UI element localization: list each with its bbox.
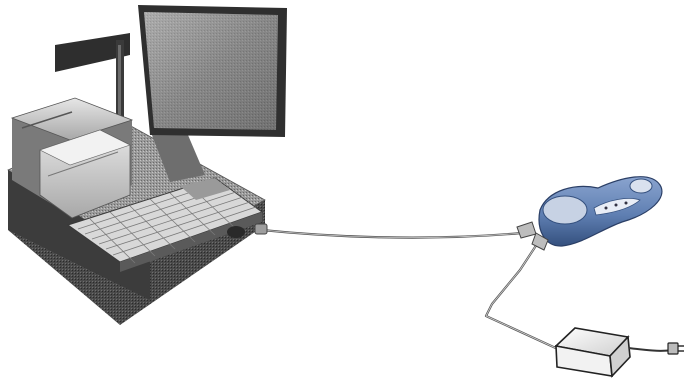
- power-adapter-icon: [556, 328, 684, 376]
- monitor: [138, 5, 287, 137]
- scanner-cradle-icon: [539, 177, 662, 246]
- pos-terminal-icon: [8, 5, 287, 325]
- data-cable: [255, 222, 536, 238]
- power-cable: [486, 233, 560, 350]
- card-reader: [227, 226, 245, 238]
